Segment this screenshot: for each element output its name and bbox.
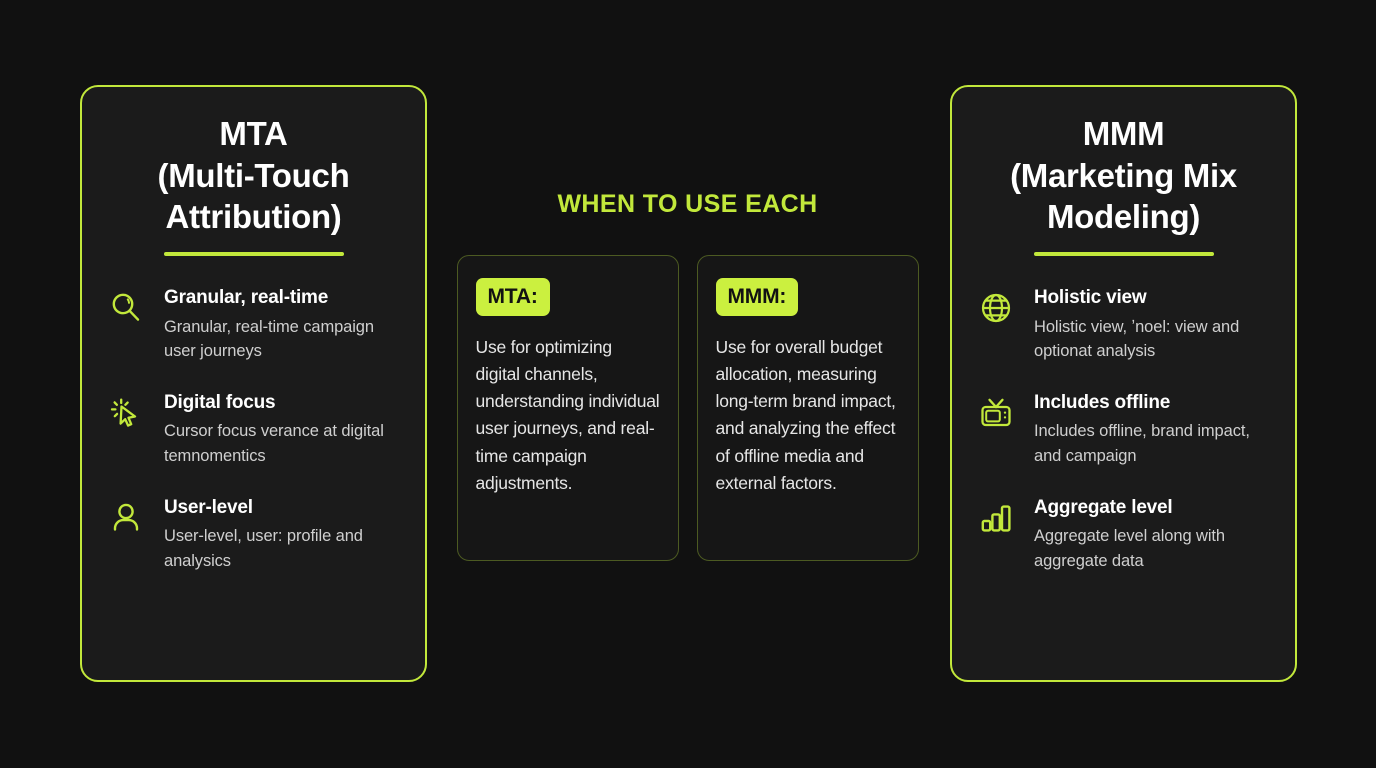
mmm-feature-item: Holistic view Holistic view, ʼnoel: view…: [976, 286, 1271, 363]
mmm-card: MMM (Marketing Mix Modeling) Holistic vi: [950, 85, 1297, 682]
mta-feature-text: User-level User-level, user: profile and…: [164, 496, 401, 573]
magnifier-icon: [106, 288, 146, 328]
mta-feature-item: User-level User-level, user: profile and…: [106, 496, 401, 573]
mmm-feature-item: Includes offline Includes offline, brand…: [976, 391, 1271, 468]
when-to-use-heading: WHEN TO USE EACH: [557, 190, 818, 218]
mmm-feature-title: Aggregate level: [1034, 496, 1173, 518]
television-icon: [976, 393, 1016, 433]
mta-badge: MTA:: [475, 278, 550, 316]
mmm-title-line-3: Modeling): [1046, 198, 1201, 236]
mmm-title-line-2: (Marketing Mix: [1010, 156, 1237, 194]
mta-feature-item: Digital focus Cursor focus verance at di…: [106, 391, 401, 468]
mmm-feature-text: Aggregate level Aggregate level along wi…: [1034, 496, 1271, 573]
mta-card: MTA (Multi-Touch Attribution) Granular, …: [80, 85, 427, 682]
mmm-feature-desc: Aggregate level along with aggregate dat…: [1034, 527, 1225, 570]
mmm-feature-title: Includes offline: [1034, 391, 1171, 413]
mta-feature-list: Granular, real-time Granular, real-time …: [106, 286, 401, 573]
mta-feature-item: Granular, real-time Granular, real-time …: [106, 286, 401, 363]
mta-title-line-1: MTA: [219, 115, 288, 152]
mta-usecase-body: Use for optimizing digital channels, und…: [475, 337, 660, 493]
usecase-row: MTA: Use for optimizing digital channels…: [440, 255, 935, 561]
mta-feature-text: Digital focus Cursor focus verance at di…: [164, 391, 401, 468]
mmm-badge: MMM:: [715, 278, 799, 316]
mta-card-title: MTA (Multi-Touch Attribution): [106, 113, 401, 238]
mta-title-line-3: Attribution): [165, 198, 342, 236]
mmm-title-underline: [1033, 251, 1214, 256]
mta-feature-title: User-level: [164, 496, 253, 518]
user-icon: [106, 498, 146, 538]
mta-title-underline: [163, 251, 344, 256]
mmm-feature-text: Holistic view Holistic view, ʼnoel: view…: [1034, 286, 1271, 363]
mta-feature-desc: User-level, user: profile and analysics: [164, 527, 363, 570]
mta-feature-title: Digital focus: [164, 391, 276, 413]
when-to-use-section: WHEN TO USE EACH MTA: Use for optimizing…: [440, 190, 935, 561]
usecase-box-mmm: MMM: Use for overall budget allocation, …: [696, 255, 919, 561]
mmm-feature-title: Holistic view: [1034, 286, 1147, 308]
mmm-feature-list: Holistic view Holistic view, ʼnoel: view…: [976, 286, 1271, 573]
mmm-feature-desc: Holistic view, ʼnoel: view and optionat …: [1034, 317, 1240, 360]
usecase-box-mta: MTA: Use for optimizing digital channels…: [456, 255, 679, 561]
mta-title-line-2: (Multi-Touch: [157, 156, 350, 194]
mmm-title-line-1: MMM: [1082, 115, 1165, 152]
mta-feature-desc: Cursor focus verance at digital temnomen…: [164, 422, 384, 465]
mmm-card-title: MMM (Marketing Mix Modeling): [976, 113, 1271, 238]
mta-feature-text: Granular, real-time Granular, real-time …: [164, 286, 401, 363]
globe-icon: [976, 288, 1016, 328]
bar-chart-icon: [976, 498, 1016, 538]
mmm-usecase-body: Use for overall budget allocation, measu…: [715, 337, 896, 493]
mta-feature-desc: Granular, real-time campaign user journe…: [164, 317, 374, 360]
mmm-feature-text: Includes offline Includes offline, brand…: [1034, 391, 1271, 468]
mta-feature-title: Granular, real-time: [164, 286, 329, 308]
cursor-click-icon: [106, 393, 146, 433]
mmm-feature-desc: Includes offline, brand impact, and camp…: [1034, 422, 1250, 465]
mmm-feature-item: Aggregate level Aggregate level along wi…: [976, 496, 1271, 573]
